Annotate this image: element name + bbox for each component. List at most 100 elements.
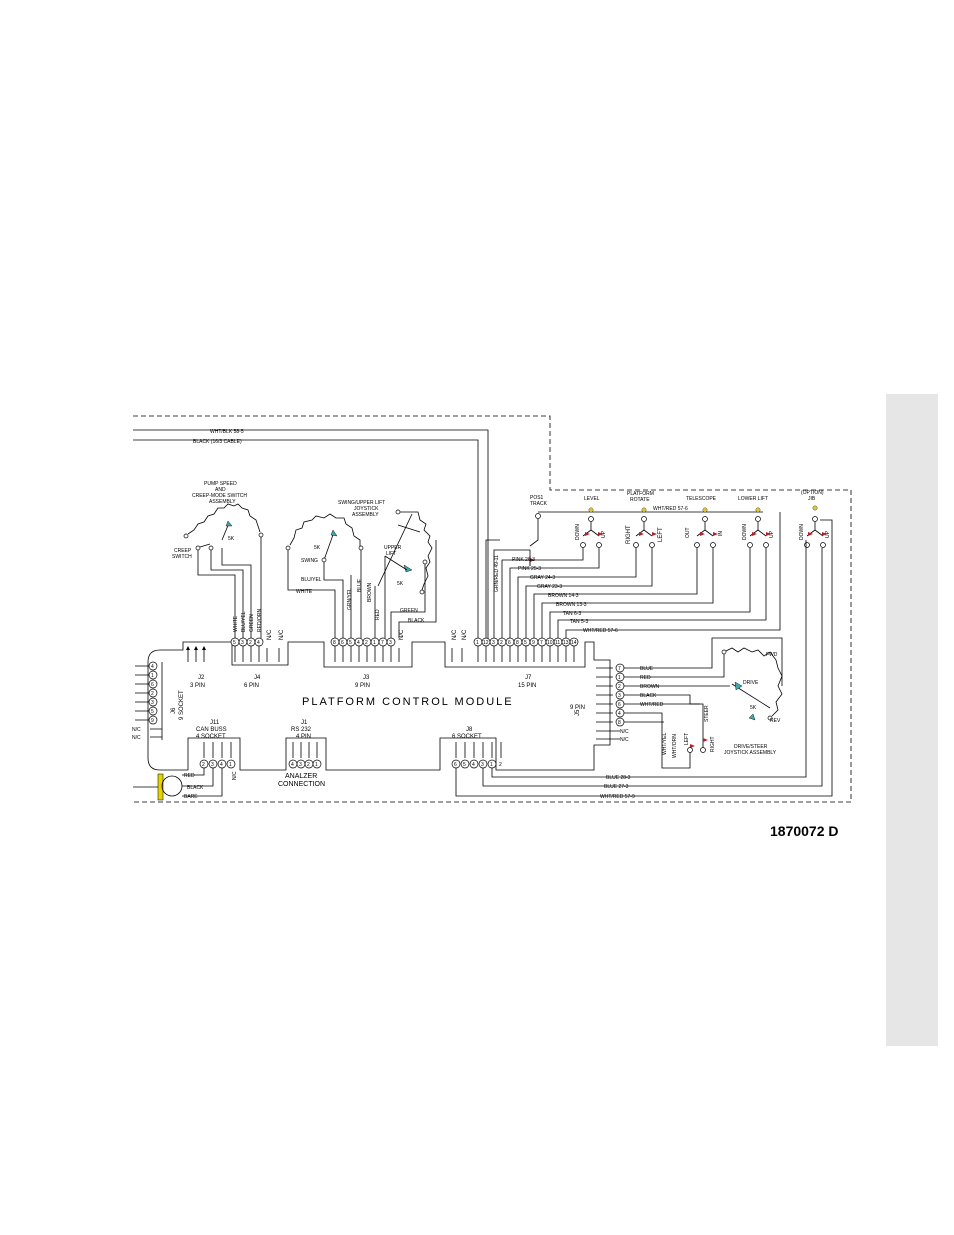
j11-desc1: CAN BUSS — [196, 727, 227, 733]
pump-title-3: CREEP-MODE SWITCH — [192, 493, 247, 499]
j5-pin-5: 6 — [618, 702, 621, 708]
telescope-out: OUT — [685, 527, 691, 538]
sw-wire-1: PINK 26-3 — [512, 557, 535, 563]
j4-pin-3: 2 — [249, 640, 252, 646]
drive-joystick: BLUE RED BROWN BLACK WHT/RED WHT/YEL WHT… — [624, 637, 783, 769]
drive-r: 5K — [750, 705, 757, 711]
j8-pin-4: 3 — [481, 762, 484, 768]
bottom-wire-2: BLUE 27-3 — [604, 784, 629, 790]
connector-j8: J8 6 SOCKET 6 5 4 3 1 2 BLUE 28-3 BLUE 2… — [451, 519, 833, 800]
sw-wire-4: GRAY 23-3 — [537, 584, 562, 590]
j7-name: J7 — [525, 675, 532, 681]
can-wire-black: BLACK — [187, 785, 204, 791]
swing-joystick: SWING/UPPER LIFT JOYSTICK ASSEMBLY 5K SW… — [285, 500, 437, 638]
j5-pin-2: 1 — [618, 675, 621, 681]
j6-pin-8: N/C — [132, 727, 141, 733]
bottom-wire-1: BLUE 28-3 — [606, 775, 631, 781]
j4-wire-red-orn: RED/ORN — [257, 609, 263, 632]
connector-j5: J5 9 PIN 7 1 2 3 6 4 8 N/C N/C — [570, 663, 629, 743]
lowerlift-title: LOWER LIFT — [738, 496, 768, 502]
analyzer-1: ANALZER — [285, 773, 317, 780]
j4-pin-4: 4 — [257, 640, 260, 646]
connector-j6: 4 1 6 2 3 5 9 N/C N/C J6 9 SOCKET — [132, 661, 185, 741]
connector-j2: J2 3 PIN — [186, 646, 206, 689]
j1-pin-3: 2 — [307, 762, 310, 768]
j8-pin-5: 1 — [490, 762, 493, 768]
j7-pin-13: 11 — [555, 640, 560, 646]
pos1-title-1: POS1 — [530, 495, 544, 501]
wire-black: BLACK — [408, 618, 425, 624]
j6-desc: 9 SOCKET — [179, 690, 185, 720]
j11-name: J11 — [210, 720, 220, 726]
j8-pin-2: 5 — [463, 762, 466, 768]
wire-brown: BROWN — [367, 582, 373, 602]
j8-name: J8 — [466, 727, 473, 733]
j11-desc2: 4 SOCKET — [196, 734, 226, 740]
drive-wire-black: BLACK — [640, 693, 657, 699]
j8-pin-3: 4 — [472, 762, 475, 768]
drive-wire-red: RED — [640, 675, 651, 681]
j2-name: J2 — [198, 675, 205, 681]
swing-title-2: JOYSTICK — [354, 506, 379, 512]
drive-wire-wht-yel: WHT/YEL — [662, 733, 668, 755]
j6-pin-6: 5 — [151, 709, 154, 715]
j5-name: J5 — [575, 709, 581, 716]
j7-pin-8: 8 — [516, 640, 519, 646]
creep-label-1: CREEP — [174, 548, 192, 554]
connector-j3: 8 6 5 4 2 1 7 3 N/C J3 9 PIN — [330, 629, 405, 689]
j7-pin-15: 14 — [571, 640, 577, 646]
rotate-title-1: PLATFORM — [627, 491, 654, 497]
drive-title-2: JOYSTICK ASSEMBLY — [724, 750, 777, 756]
cable-label-2: BLACK (16/3 CABLE) — [193, 439, 242, 445]
pump-title-4: ASSEMBLY — [209, 499, 236, 505]
j3-pin-3: 5 — [349, 640, 352, 646]
document-number: 1870072 D — [770, 823, 839, 839]
j1-name: J1 — [301, 720, 308, 726]
wire-blue: BLUE — [357, 578, 363, 592]
j3-pin-5: 2 — [365, 640, 368, 646]
j3-name: J3 — [363, 675, 370, 681]
j11-nc: N/C — [232, 771, 238, 780]
sw-wire-5: BROWN 14-3 — [548, 593, 579, 599]
switch-panel: POS1 TRACK LEVEL PLATFORM ROTATE TELESCO… — [485, 490, 831, 638]
j7-pin-11: 7 — [540, 640, 543, 646]
j6-pin-4: 2 — [151, 691, 154, 697]
j1-pin-1: 4 — [291, 762, 294, 768]
j5-desc: 9 PIN — [570, 705, 585, 711]
j3-pin-6: 1 — [373, 640, 376, 646]
pump-title-1: PUMP SPEED — [204, 481, 237, 487]
rotate-title-2: ROTATE — [630, 497, 650, 503]
j5-nc-1: N/C — [620, 729, 629, 735]
j8-pin-6: 2 — [499, 762, 502, 768]
j1-pin-4: 1 — [315, 762, 318, 768]
j3-pin-2: 6 — [341, 640, 344, 646]
j3-pin-1: 8 — [333, 640, 336, 646]
feed-label: WHT/RED 57-6 — [653, 506, 688, 512]
j8-desc: 6 SOCKET — [452, 734, 482, 740]
telescope-title: TELESCOPE — [686, 496, 717, 502]
j6-pin-9: N/C — [132, 735, 141, 741]
upper-lift-2: LIFT — [386, 551, 396, 557]
j7-pin-14: 13 — [563, 640, 569, 646]
j11-pin-4: 1 — [229, 762, 232, 768]
j7-desc: 15 PIN — [518, 683, 536, 689]
j3-pin-4: 4 — [357, 640, 360, 646]
j2-desc: 3 PIN — [190, 683, 205, 689]
drive-label: DRIVE — [743, 680, 759, 686]
pos1-title-2: TRACK — [530, 501, 548, 507]
connector-j11: J11 CAN BUSS 4 SOCKET 2 3 4 1 N/C RED BL… — [133, 720, 238, 801]
sw-wire-8: TAN 5-3 — [570, 619, 588, 625]
analyzer-2: CONNECTION — [278, 781, 325, 788]
drive-wire-brown: BROWN — [640, 684, 660, 690]
j5-pin-1: 7 — [618, 666, 621, 672]
steer-left: LEFT — [684, 733, 690, 745]
level-title: LEVEL — [584, 496, 600, 502]
j4-desc: 6 PIN — [244, 683, 259, 689]
j4-wire-green: GREEN — [249, 614, 255, 632]
creep-label-2: SWITCH — [172, 554, 192, 560]
page-side-tab — [886, 394, 938, 1046]
wire-grn-yel: GRN/YEL — [347, 588, 353, 610]
j7-pin-3: 1 — [476, 640, 479, 646]
jib-title-1: (OPTION) — [801, 490, 824, 496]
